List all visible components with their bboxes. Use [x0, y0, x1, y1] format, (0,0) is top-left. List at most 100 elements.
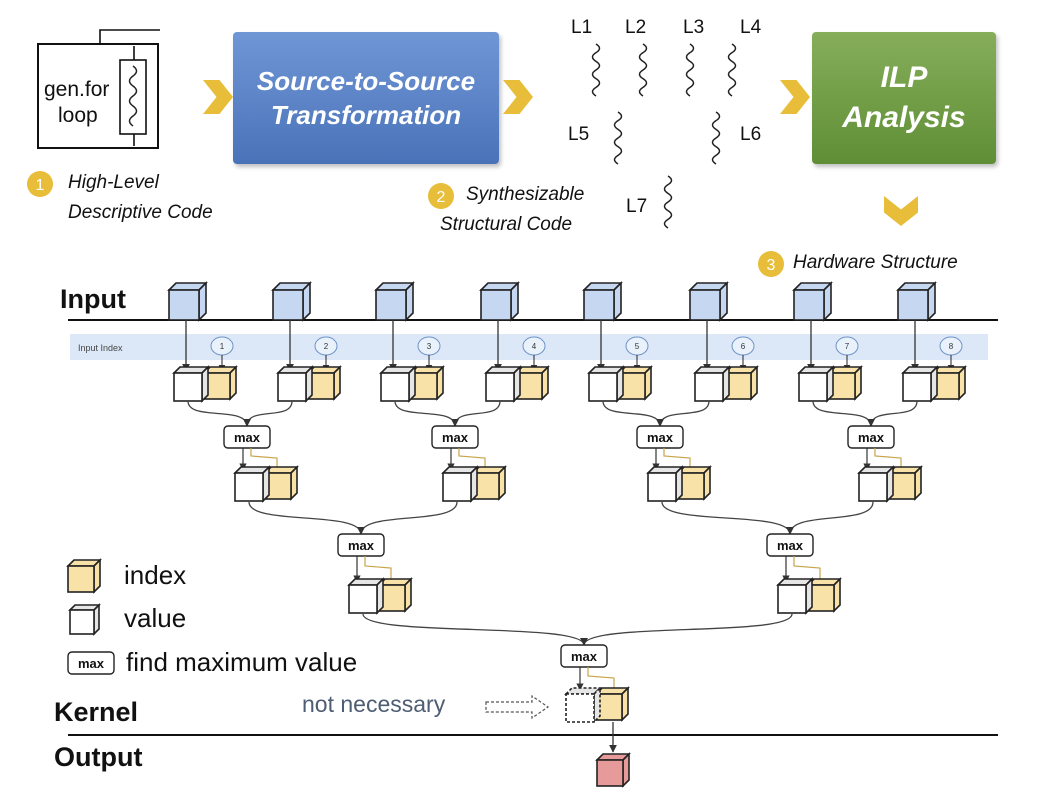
max-box-l3: max: [560, 644, 608, 668]
max-box-label: max: [571, 649, 598, 664]
leaf-pair-8: [901, 365, 967, 403]
leaf-pair-6: [693, 365, 759, 403]
ilp-analysis-title: ILP Analysis: [842, 61, 966, 134]
step-number: 1: [36, 177, 45, 194]
kernel-pair: [564, 686, 630, 724]
max-box-l1-1: max: [223, 425, 271, 449]
l2-pair-1: [347, 577, 413, 615]
loop-label-l4: L4: [740, 17, 762, 38]
input-cube-2: [271, 281, 312, 322]
loop-label-l6: L6: [740, 124, 761, 145]
chevron-arrow-1: [203, 80, 233, 114]
edge-l1a-2: [394, 400, 459, 427]
loop-squiggle-l7: [663, 175, 673, 229]
value-cube: [797, 365, 835, 403]
step2-line1: Synthesizable: [466, 184, 585, 205]
input-index-label: Input Index: [78, 343, 123, 353]
step-number: 3: [767, 257, 776, 274]
max-box-l1-4: max: [847, 425, 895, 449]
loop-label-l7: L7: [626, 196, 647, 217]
chevron-arrow-2: [503, 80, 533, 114]
loop-label-l3: L3: [683, 17, 704, 38]
index-cube: [723, 365, 759, 401]
legend-index-label: index: [124, 560, 187, 590]
index-number-4: 4: [532, 342, 537, 351]
legend-max-box: [67, 651, 115, 675]
not-necessary-arrow: [485, 694, 550, 720]
legend-index-cube: [66, 558, 102, 594]
leaf-pair-5: [587, 365, 653, 403]
value-cube: [484, 365, 522, 403]
loop-squiggle-l3: [685, 43, 695, 97]
not-necessary-label: not necessary: [302, 691, 446, 717]
l1-pair-3: [646, 465, 712, 503]
value-cube: [901, 365, 939, 403]
leaf-pair-4: [484, 365, 550, 403]
edge-l1b-2: [451, 400, 501, 427]
loop-squiggle-l2: [638, 43, 648, 97]
index-number-3: 3: [427, 342, 432, 351]
loop-label-l1: L1: [571, 17, 592, 38]
step2-badge: 2: [428, 183, 454, 209]
leaf-pair-2: [276, 365, 342, 403]
edge-l1a-3: [602, 400, 664, 427]
value-cube: [233, 465, 271, 503]
loop-back-line: [99, 29, 160, 44]
leaf-pair-3: [379, 365, 445, 403]
edge-l1a-1: [187, 400, 251, 427]
leaf-pair-1: [172, 365, 238, 403]
edge-l2b-1: [357, 501, 458, 535]
value-cube: [587, 365, 625, 403]
index-number-5: 5: [635, 342, 640, 351]
input-label: Input: [60, 284, 126, 314]
step3-line1: Hardware Structure: [793, 252, 958, 273]
edge-l1b-3: [656, 400, 710, 427]
edge-l2a-1: [248, 501, 365, 535]
input-cube-6: [688, 281, 729, 322]
step2-line2: Structural Code: [440, 214, 573, 235]
index-number-8: 8: [949, 342, 954, 351]
edge-l1b-4: [867, 400, 918, 427]
max-index-l1-4: [874, 448, 902, 470]
loop-box-line2: loop: [58, 104, 98, 127]
max-box-label: max: [234, 430, 261, 445]
l1-pair-2: [441, 465, 507, 503]
index-number-2: 2: [324, 342, 329, 351]
index-number-6: 6: [741, 342, 746, 351]
input-cube-7: [792, 281, 833, 322]
max-index-l3: [587, 667, 615, 690]
legend-max-box-label: max: [78, 656, 105, 671]
value-cube: [564, 686, 602, 724]
edge-l2b-2: [786, 501, 874, 535]
index-cube: [931, 365, 967, 401]
max-box-l1-2: max: [431, 425, 479, 449]
edge-l3b: [580, 613, 793, 646]
max-box-l2-1: max: [337, 533, 385, 557]
input-cube-1: [167, 281, 208, 322]
step1-line2: Descriptive Code: [68, 202, 213, 223]
step1-line1: High-Level: [68, 172, 159, 193]
loop-squiggle-l4: [727, 43, 737, 97]
source-to-source-box: Source-to-Source Transformation: [233, 32, 499, 164]
value-cube: [441, 465, 479, 503]
value-cube: [693, 365, 731, 403]
edge-l1b-1: [243, 400, 293, 427]
max-index-l1-2: [458, 448, 486, 470]
loop-label-l5: L5: [568, 124, 589, 145]
output-label: Output: [54, 742, 143, 772]
loop-squiggle-icon: [128, 65, 138, 127]
max-index-l2-2: [793, 556, 821, 582]
input-cube-5: [582, 281, 623, 322]
loop-box-line1: gen.for: [44, 78, 110, 101]
value-cube: [857, 465, 895, 503]
value-cube: [172, 365, 210, 403]
step1-badge: 1: [27, 171, 53, 197]
output-cube: [595, 752, 631, 788]
max-index-l2-1: [364, 556, 392, 582]
chevron-arrow-down: [884, 196, 918, 226]
step-number: 2: [437, 189, 446, 206]
legend-value-cube: [68, 603, 101, 636]
edge-l3a: [362, 613, 588, 646]
max-box-label: max: [858, 430, 885, 445]
